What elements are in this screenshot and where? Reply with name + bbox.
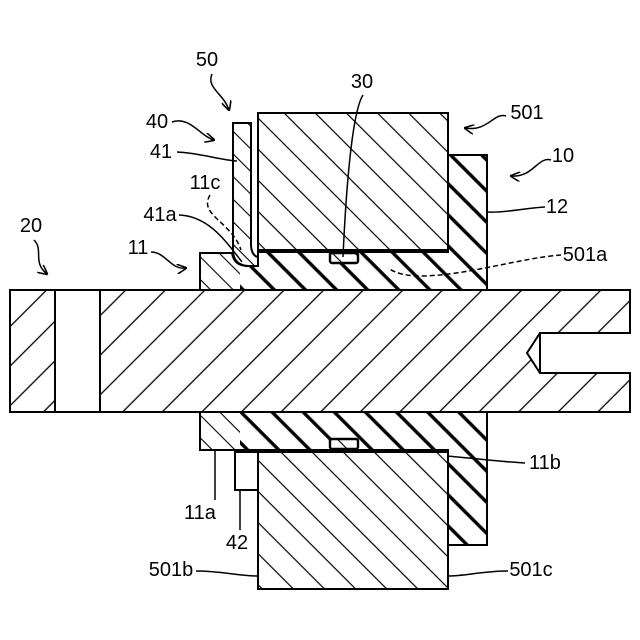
label-501: 501 [510, 102, 543, 124]
shaft-end-hole [527, 333, 631, 373]
leader-10 [511, 160, 551, 177]
shaft [10, 290, 631, 412]
label-11: 11 [128, 237, 149, 259]
label-501a: 501a [563, 244, 608, 266]
label-40: 40 [146, 111, 168, 133]
shaft-left-segment [10, 290, 55, 412]
leader-40 [172, 121, 214, 140]
leader-501b [196, 571, 258, 576]
label-11c: 11c [190, 172, 221, 194]
label-41a: 41a [143, 204, 177, 226]
pin-lower [330, 439, 358, 449]
label-12: 12 [546, 196, 568, 218]
label-501c: 501c [509, 559, 552, 581]
leader-20 [34, 240, 47, 274]
label-11a: 11a [184, 502, 217, 524]
pin-upper [330, 253, 358, 263]
label-41: 41 [150, 141, 172, 163]
leader-50 [211, 74, 229, 110]
leader-12 [488, 207, 545, 212]
label-30: 30 [351, 71, 373, 93]
leader-11 [151, 252, 186, 268]
leader-501c [448, 571, 508, 576]
plate-upper [233, 123, 258, 266]
label-42: 42 [226, 532, 248, 554]
label-10: 10 [552, 145, 574, 167]
label-501b: 501b [149, 559, 194, 581]
leader-501 [465, 115, 506, 128]
label-20: 20 [20, 215, 42, 237]
plate-lower [235, 452, 258, 490]
leader-41 [177, 152, 237, 161]
label-50: 50 [196, 49, 218, 71]
label-11b: 11b [529, 452, 561, 474]
